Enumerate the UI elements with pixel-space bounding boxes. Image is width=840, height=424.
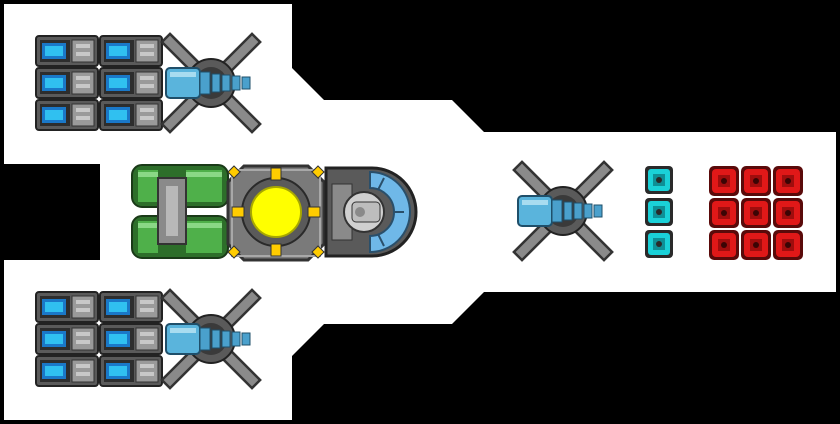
cyan-block[interactable] [645, 198, 673, 226]
red-block[interactable] [773, 230, 803, 260]
battery-cell[interactable] [99, 99, 163, 131]
fuel-tanks[interactable] [131, 164, 229, 259]
battery-cell[interactable] [99, 355, 163, 387]
reactor-core[interactable] [226, 164, 326, 262]
fuel-tank-lower[interactable] [131, 215, 229, 259]
red-block[interactable] [709, 230, 739, 260]
battery-cell[interactable] [35, 99, 99, 131]
reactor-core-glow [250, 186, 302, 238]
battery-cell[interactable] [99, 291, 163, 323]
battery-cell[interactable] [35, 323, 99, 355]
cyan-block[interactable] [645, 230, 673, 258]
battery-cell[interactable] [35, 35, 99, 67]
battery-bank-bottom[interactable] [35, 291, 163, 387]
battery-cell[interactable] [35, 67, 99, 99]
battery-bank-top[interactable] [35, 35, 163, 131]
cyan-block[interactable] [645, 166, 673, 194]
battery-cell[interactable] [35, 355, 99, 387]
red-block-grid[interactable] [709, 166, 803, 260]
red-block[interactable] [709, 198, 739, 228]
red-block[interactable] [741, 198, 771, 228]
battery-cell[interactable] [99, 67, 163, 99]
battery-cell[interactable] [99, 323, 163, 355]
red-block[interactable] [709, 166, 739, 196]
red-block[interactable] [773, 166, 803, 196]
cockpit-turret[interactable] [324, 166, 418, 258]
battery-cell[interactable] [35, 291, 99, 323]
red-block[interactable] [773, 198, 803, 228]
red-block[interactable] [741, 230, 771, 260]
battery-cell[interactable] [99, 35, 163, 67]
red-block[interactable] [741, 166, 771, 196]
cyan-block-column[interactable] [645, 166, 673, 258]
